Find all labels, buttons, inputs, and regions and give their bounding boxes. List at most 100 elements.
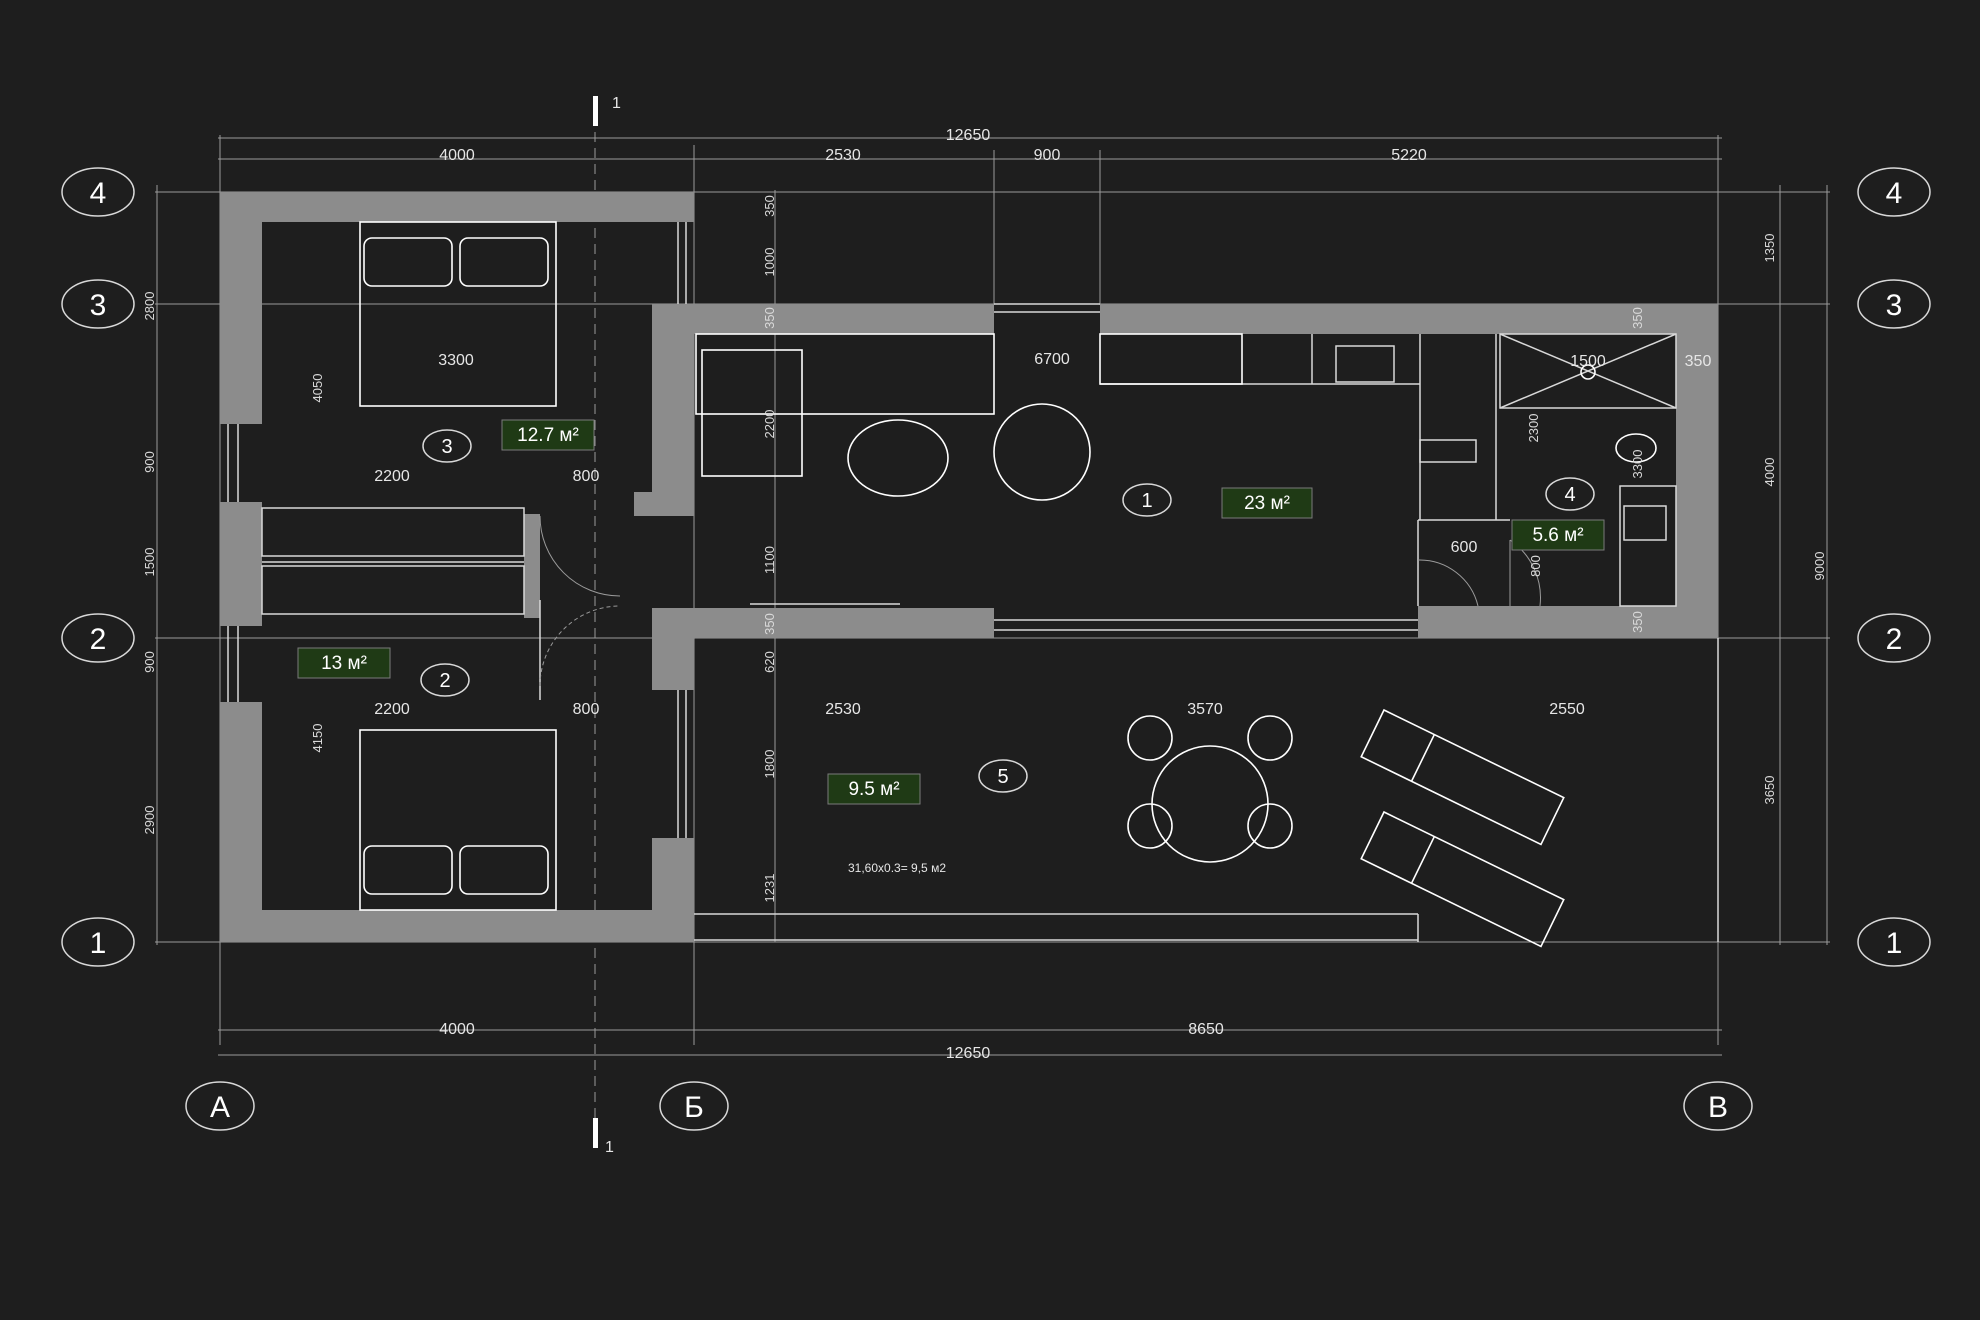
axis-bubble bbox=[1857, 167, 1931, 217]
terrace-area-note: 31,60х0.3= 9,5 м2 bbox=[848, 861, 946, 875]
dim-inner: 600 bbox=[1451, 539, 1478, 556]
dim-right-total: 9000 bbox=[1812, 552, 1827, 581]
dim-inner: 2550 bbox=[1549, 701, 1585, 718]
furniture bbox=[359, 221, 1657, 948]
room-number: 4 bbox=[1564, 484, 1575, 506]
axis-label-row: 3 bbox=[1886, 289, 1903, 322]
axis-bubble bbox=[1857, 279, 1931, 329]
dim-inner: 350 bbox=[1630, 611, 1645, 633]
dimensions-bottom: 4000 8650 12650 bbox=[439, 1021, 1224, 1062]
dim-inner: 2200 bbox=[374, 701, 410, 718]
dim-right: 3650 bbox=[1762, 776, 1777, 805]
area-badge bbox=[1511, 519, 1605, 551]
area-badge bbox=[501, 419, 595, 451]
axis-bubble bbox=[1683, 1081, 1753, 1131]
sofa-corner-icon bbox=[701, 349, 803, 477]
dim-inner: 800 bbox=[573, 701, 600, 718]
axis-bubble bbox=[185, 1081, 255, 1131]
armchair-icon bbox=[993, 403, 1091, 501]
dim-inner: 1000 bbox=[762, 248, 777, 277]
dim-inner: 1231 bbox=[762, 874, 777, 903]
chair-icon bbox=[1127, 715, 1173, 761]
dim-inner: 2530 bbox=[825, 701, 861, 718]
room-number: 5 bbox=[997, 766, 1008, 788]
sofa-icon bbox=[695, 333, 995, 415]
axis-label-row: 1 bbox=[1886, 927, 1903, 960]
dim-inner: 1800 bbox=[762, 750, 777, 779]
bed-room2 bbox=[359, 729, 557, 911]
dimensions-left: 2800 900 1500 900 2900 bbox=[142, 292, 157, 835]
dim-left: 900 bbox=[142, 651, 157, 673]
dim-left: 900 bbox=[142, 451, 157, 473]
room-number: 1 bbox=[1141, 490, 1152, 512]
dim-total-bottom: 12650 bbox=[946, 1045, 991, 1062]
axis-bubble bbox=[61, 613, 135, 663]
dim-inner: 2200 bbox=[374, 468, 410, 485]
axis-label-row: 2 bbox=[90, 623, 107, 656]
dim-total-top: 12650 bbox=[946, 127, 991, 144]
axis-label-col: Б bbox=[684, 1091, 704, 1124]
sunbed-icon bbox=[1360, 810, 1565, 948]
chair-icon bbox=[1127, 803, 1173, 849]
axis-label-col: А bbox=[210, 1091, 230, 1124]
room-numbers: 1 2 3 4 5 bbox=[420, 429, 1595, 793]
area-label: 23 м² bbox=[1244, 493, 1290, 514]
dim-inner: 2300 bbox=[1526, 414, 1541, 443]
room-number-bubble bbox=[1545, 477, 1595, 511]
bed-room3 bbox=[359, 221, 557, 407]
section-marks: 1 1 bbox=[593, 95, 621, 1156]
room-number: 2 bbox=[439, 670, 450, 692]
dim-inner: 800 bbox=[1528, 555, 1543, 577]
dimensions-right: 1350 4000 3650 9000 bbox=[1762, 234, 1827, 805]
area-badge bbox=[297, 647, 391, 679]
dim-left: 1500 bbox=[142, 548, 157, 577]
dim-inner: 6700 bbox=[1034, 351, 1070, 368]
axis-bubble bbox=[61, 279, 135, 329]
dim-inner: 1500 bbox=[1570, 353, 1606, 370]
room-number-bubble bbox=[978, 759, 1028, 793]
dim-inner: 4050 bbox=[310, 374, 325, 403]
dim-top: 2530 bbox=[825, 147, 861, 164]
axis-label-col: В bbox=[1708, 1091, 1728, 1124]
axis-markers: 4 3 2 1 4 3 2 1 А Б В bbox=[61, 167, 1931, 1131]
axis-bubble bbox=[1857, 917, 1931, 967]
toilet-icon bbox=[1615, 433, 1657, 463]
section-mark-bottom bbox=[593, 1118, 598, 1148]
wardrobe-icon bbox=[1099, 333, 1243, 385]
pillow-icon bbox=[459, 845, 549, 895]
axis-bubble bbox=[659, 1081, 729, 1131]
dim-left: 2800 bbox=[142, 292, 157, 321]
dim-inner: 350 bbox=[1685, 353, 1712, 370]
dim-top: 900 bbox=[1034, 147, 1061, 164]
axis-label-row: 1 bbox=[90, 927, 107, 960]
dimensions-inner: 3300 4050 2200 800 2200 800 4150 350 100… bbox=[310, 195, 1711, 902]
section-mark-top bbox=[593, 96, 598, 126]
dim-right: 4000 bbox=[1762, 458, 1777, 487]
pillow-icon bbox=[363, 237, 453, 287]
dim-inner: 2200 bbox=[762, 410, 777, 439]
sunbed-icon bbox=[1360, 708, 1565, 846]
room-number-bubble bbox=[420, 663, 470, 697]
pillow-icon bbox=[363, 845, 453, 895]
axis-label-row: 2 bbox=[1886, 623, 1903, 656]
pillow-icon bbox=[459, 237, 549, 287]
axis-label-row: 3 bbox=[90, 289, 107, 322]
area-badge bbox=[827, 773, 921, 805]
dim-inner: 350 bbox=[762, 613, 777, 635]
dim-inner: 350 bbox=[762, 307, 777, 329]
grid-lines bbox=[155, 100, 1830, 1140]
dining-table-icon bbox=[1151, 745, 1269, 863]
coffee-table-icon bbox=[847, 419, 949, 497]
axis-label-row: 4 bbox=[1886, 177, 1903, 210]
walls bbox=[220, 192, 1718, 942]
area-badge bbox=[1221, 487, 1313, 519]
chair-icon bbox=[1247, 803, 1293, 849]
dim-inner: 620 bbox=[762, 651, 777, 673]
dim-left: 2900 bbox=[142, 806, 157, 835]
room-number-bubble bbox=[1122, 483, 1172, 517]
dim-inner: 350 bbox=[762, 195, 777, 217]
area-label: 9.5 м² bbox=[848, 779, 899, 800]
dim-inner: 4150 bbox=[310, 724, 325, 753]
dim-inner: 3300 bbox=[438, 352, 474, 369]
